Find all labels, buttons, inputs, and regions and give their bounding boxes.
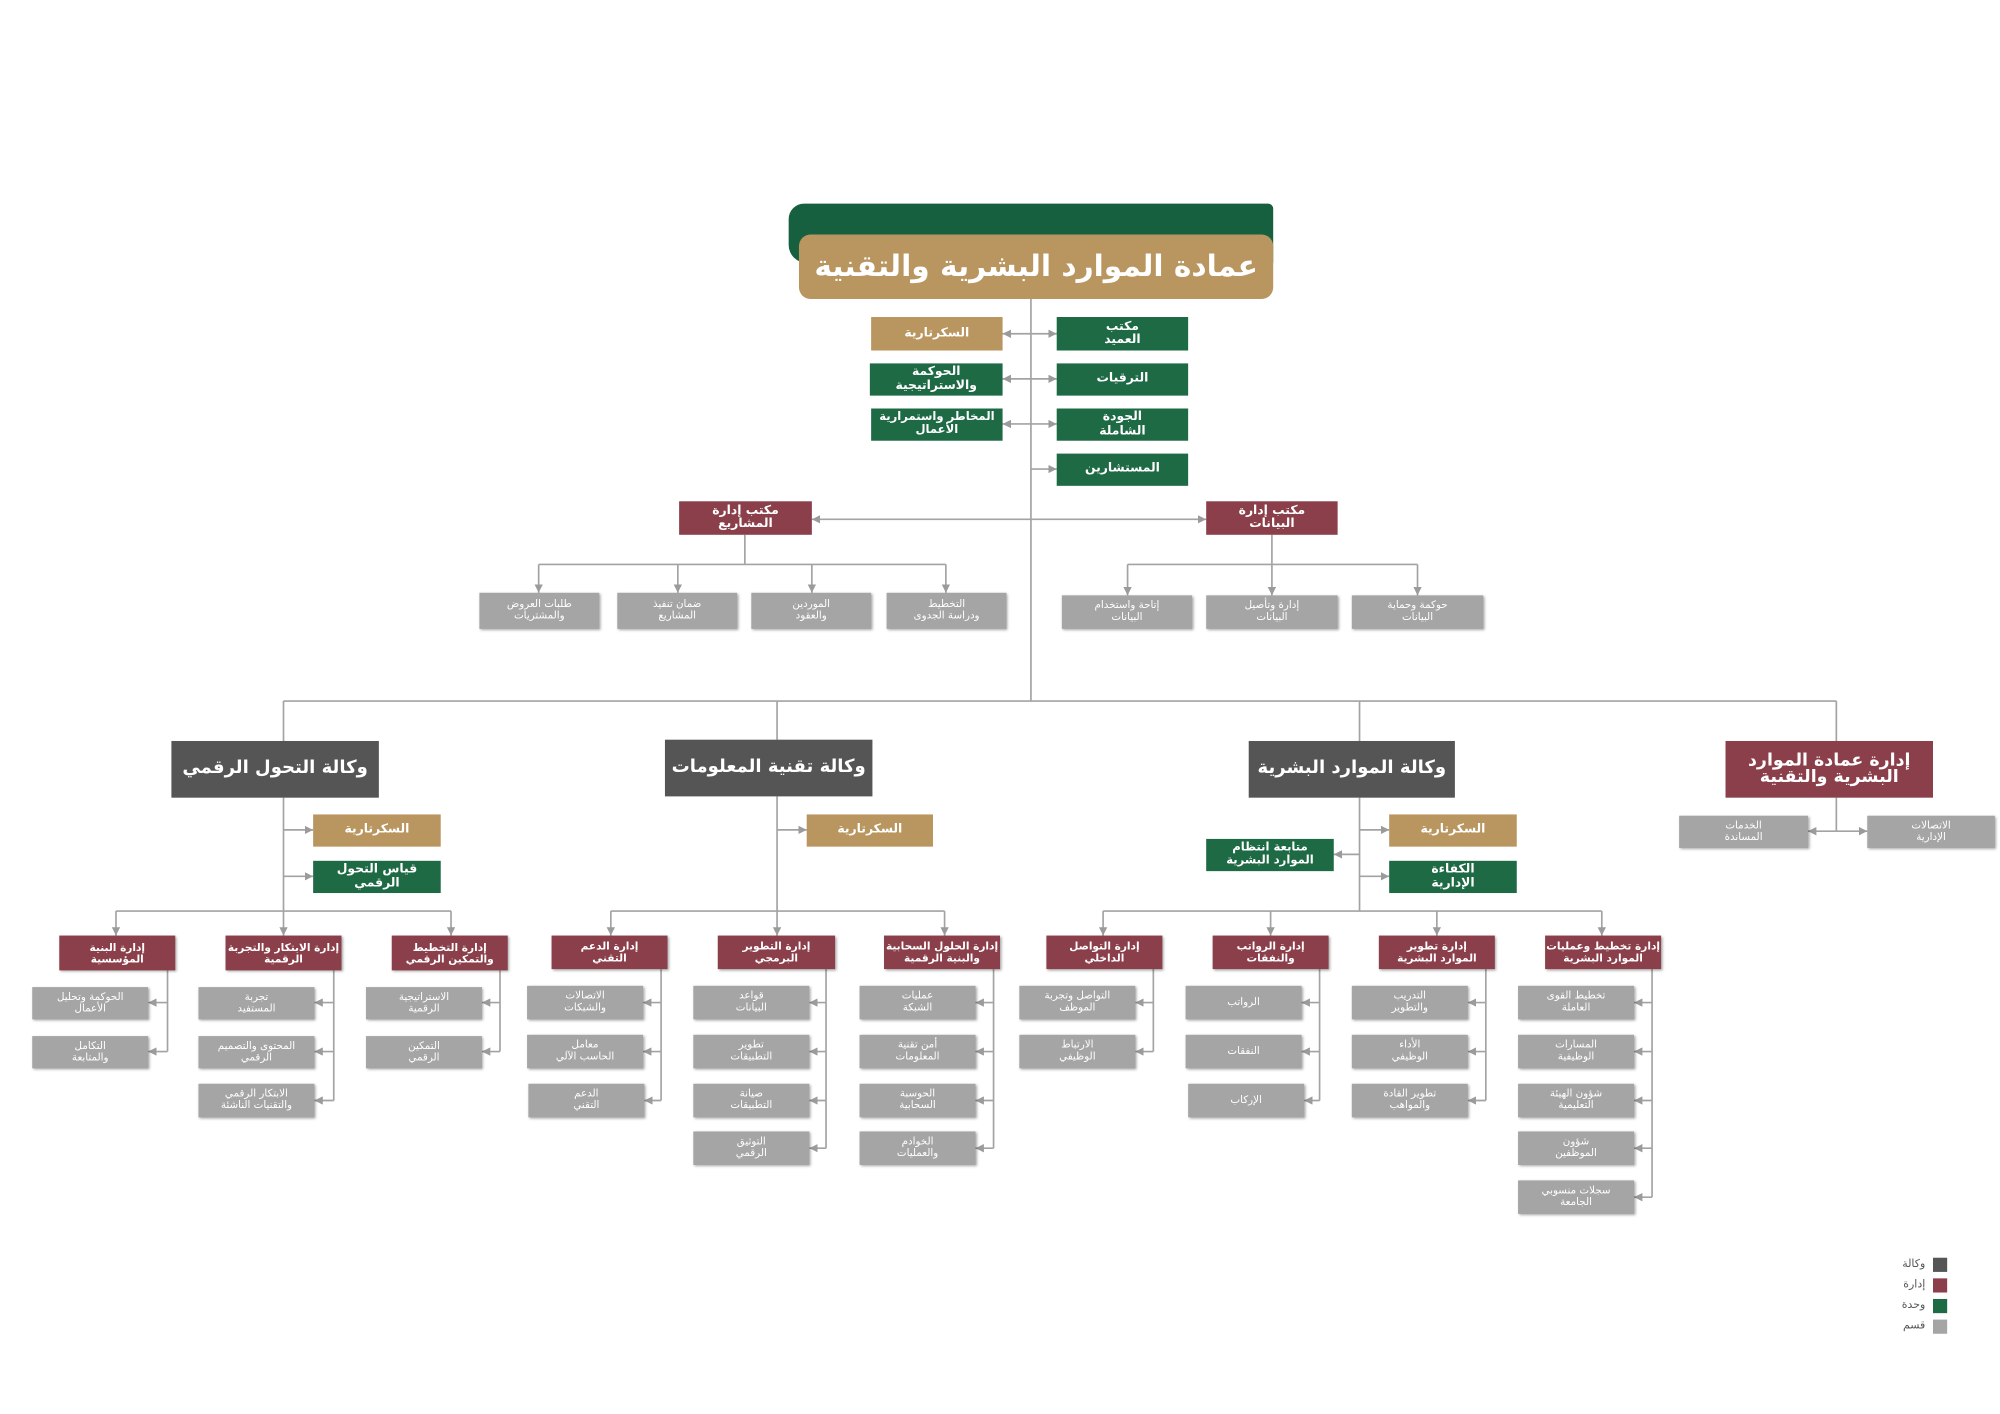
section-box: عمليات الشبكة [859, 985, 976, 1020]
legend-label: قسم [1902, 1319, 1926, 1333]
section-box: تخطيط القوى العاملة [1518, 985, 1635, 1020]
connector-line [166, 970, 501, 1101]
legend-label: وكالة [1902, 1257, 1926, 1271]
risk-continuity-unit: المخاطر واستمرارية الأعمال [871, 408, 1003, 441]
legend-swatch-agency [1932, 1257, 1948, 1272]
section-box: حوكمة وحماية البيانات [1351, 595, 1484, 629]
department-box: إدارة التواصل الداخلي [1046, 935, 1163, 970]
section-box: الإركاب [1188, 1083, 1305, 1118]
section-box: الدعم التقني [528, 1083, 645, 1118]
department-box: إدارة تخطيط وعمليات الموارد البشرية [1545, 935, 1662, 970]
section-box: صيانة التطبيقات [693, 1083, 810, 1118]
it-secretariat: السكرتارية [806, 814, 933, 847]
section-box: الأداء الوظيفي [1351, 1034, 1468, 1069]
section-box: الخوادم والعمليات [859, 1131, 976, 1165]
section-box: الابتكار الرقمي والتقنيات الناشئة [198, 1083, 315, 1118]
connector-line [660, 969, 995, 1149]
section-box: النفقات [1185, 1034, 1302, 1069]
section-box: الخدمات المساندة [1679, 815, 1808, 848]
department-box: إدارة الحلول السحابية والبنية الرقمية [884, 935, 1001, 970]
it-agency-box: وكالة تقنية المعلومات [664, 739, 873, 797]
department-box: إدارة الرواتب والنفقات [1212, 935, 1329, 970]
section-box: التوثيق الرقمي [693, 1131, 810, 1165]
section-box: قواعد البيانات [693, 985, 810, 1020]
section-box: تطوير التطبيقات [693, 1034, 810, 1069]
section-box: الموردين والعقود [751, 592, 872, 629]
department-box: إدارة التخطيط والتمكين الرقمي [391, 935, 508, 971]
section-box: الحوكمة وتحليل الأعمال [32, 987, 149, 1020]
section-box: طلبات العروض والمشتريات [479, 592, 600, 629]
section-box: شؤون الموظفين [1518, 1131, 1635, 1165]
department-box: إدارة الدعم التقني [551, 935, 668, 970]
hr-secretariat: السكرتارية [1389, 814, 1517, 847]
legend-swatch-section [1932, 1319, 1948, 1334]
section-box: الاتصالات الإدارية [1867, 815, 1995, 848]
section-box: الرواتب [1185, 985, 1302, 1020]
department-box: إدارة البنية المؤسسية [59, 935, 176, 971]
advisors-unit: المستشارين [1056, 453, 1189, 486]
digital-unit: قياس التحول الرقمي [313, 860, 441, 894]
section-box: التمكين الرقمي [365, 1036, 482, 1069]
section-box: إتاحة واستخدام البيانات [1061, 595, 1193, 629]
section-box: الارتباط الوظيفي [1019, 1034, 1136, 1069]
department-box: إدارة الابتكار والتجربة الرقمية [225, 935, 342, 971]
dean-office-unit: مكتب العميد [1056, 317, 1189, 351]
section-box: الاتصالات والشبكات [527, 985, 644, 1020]
connector-line [1152, 969, 1653, 1198]
department-box: إدارة التطوير البرمجي [717, 935, 836, 970]
connector-line [538, 534, 946, 566]
section-box: التدريب والتطوير [1351, 985, 1468, 1020]
project-office: مكتب إدارة المشاريع [679, 501, 812, 535]
hr-unit: متابعة انتظام الموارد البشرية [1206, 838, 1334, 872]
section-box: التواصل وتجربة الموظف [1019, 985, 1136, 1020]
department-box: إدارة تطوير الموارد البشرية [1378, 935, 1495, 970]
dean-management-box: إدارة عمادة الموارد البشرية والتقنية [1725, 740, 1933, 798]
section-box: المسارات الوظيفية [1518, 1034, 1635, 1069]
section-box: التخطيط ودراسة الجدوى [886, 592, 1007, 629]
section-box: سجلات منسوبي الجامعة [1518, 1180, 1635, 1214]
section-box: أمن تقنية المعلومات [859, 1034, 976, 1069]
digital-secretariat: السكرتارية [313, 814, 441, 847]
section-box: الاستراتيجية الرقمية [365, 987, 482, 1020]
hr-unit: الكفاءة الإدارية [1389, 860, 1517, 894]
total-quality-unit: الجودة الشاملة [1056, 408, 1189, 441]
section-box: المحتوى والتصميم الرقمي [198, 1036, 315, 1069]
connector-line [1127, 534, 1418, 566]
section-box: الحوسبة السحابية [859, 1083, 976, 1118]
legend-label: وحدة [1901, 1298, 1926, 1312]
section-box: شؤون الهيئة التعليمية [1518, 1083, 1635, 1118]
promotions-unit: الترقيات [1056, 363, 1189, 396]
hr-agency-box: وكالة الموارد البشرية [1248, 740, 1455, 798]
section-box: معامل الحاسب الآلي [527, 1034, 644, 1069]
section-box: تجربة المستفيد [198, 987, 315, 1020]
section-box: إدارة وتأصيل البيانات [1206, 595, 1338, 629]
digital-agency-box: وكالة التحول الرقمي [171, 740, 379, 798]
data-office: مكتب إدارة البيانات [1206, 501, 1338, 535]
chart-title: عمادة الموارد البشرية والتقنية [798, 234, 1274, 299]
legend-swatch-unit [1932, 1298, 1948, 1314]
connector-line [282, 700, 1838, 741]
governance-strategy-unit: الحوكمة والاستراتيجية [869, 363, 1003, 396]
dean-secretariat: السكرتارية [871, 317, 1003, 351]
section-box: ضمان تنفيذ المشاريع [617, 592, 738, 629]
section-box: تطوير القادة والمواهب [1351, 1083, 1468, 1118]
legend-swatch-department [1932, 1278, 1948, 1293]
section-box: التكامل والمتابعة [32, 1036, 149, 1069]
legend-label: إدارة [1903, 1278, 1926, 1292]
